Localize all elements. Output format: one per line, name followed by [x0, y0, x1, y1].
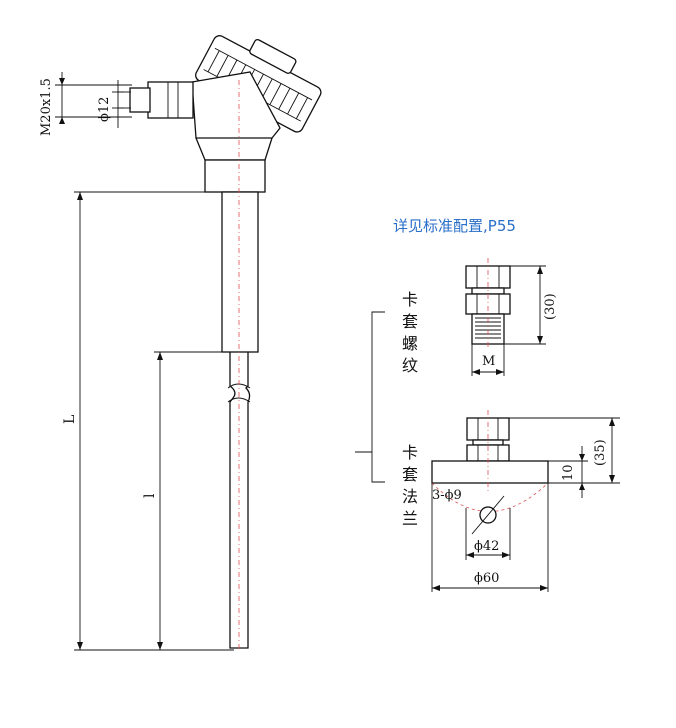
- ferrule-flange-label: 卡 套 法 兰: [402, 443, 418, 528]
- dim-pcd: ϕ42: [465, 508, 511, 560]
- dim-thread-m: M: [471, 344, 505, 376]
- thread-label: M20x1.5: [39, 78, 54, 136]
- outer-label: ϕ60: [474, 571, 499, 586]
- bore-label: ϕ12: [97, 97, 112, 122]
- svg-text:套: 套: [402, 465, 418, 484]
- height-30-label: (30): [543, 293, 558, 320]
- total-length-label: L: [62, 415, 78, 424]
- pcd-label: ϕ42: [474, 539, 499, 554]
- thickness-label: 10: [561, 464, 576, 481]
- svg-text:套: 套: [402, 312, 418, 331]
- dim-thread: M20x1.5: [39, 72, 132, 136]
- svg-text:螺: 螺: [402, 334, 418, 353]
- dim-total-length: L: [62, 191, 234, 651]
- svg-text:卡: 卡: [402, 290, 418, 309]
- dim-holes: 3-ϕ9: [432, 488, 462, 503]
- ferrule-thread-fitting: [465, 258, 511, 350]
- ferrule-flange-fitting: [431, 410, 549, 535]
- thread-m-label: M: [482, 354, 495, 369]
- holes-label: 3-ϕ9: [432, 488, 462, 503]
- svg-text:兰: 兰: [402, 509, 418, 528]
- svg-text:卡: 卡: [402, 443, 418, 462]
- dim-height-35: (35): [509, 417, 620, 484]
- dim-thickness: 10: [548, 446, 588, 498]
- dim-bore: ϕ12: [97, 80, 124, 128]
- insert-length-label: l: [142, 493, 158, 498]
- option-bracket: [355, 311, 385, 483]
- dim-height-30: (30): [504, 265, 558, 345]
- svg-text:法: 法: [402, 487, 418, 506]
- dim-insert-length: l: [142, 351, 230, 650]
- dim-outer: ϕ60: [431, 483, 549, 592]
- standard-config-heading: 详见标准配置,P55: [393, 217, 516, 235]
- svg-text:纹: 纹: [402, 356, 418, 375]
- ferrule-thread-label: 卡 套 螺 纹: [402, 290, 418, 375]
- thermocouple-body: [118, 35, 322, 652]
- height-35-label: (35): [593, 439, 608, 466]
